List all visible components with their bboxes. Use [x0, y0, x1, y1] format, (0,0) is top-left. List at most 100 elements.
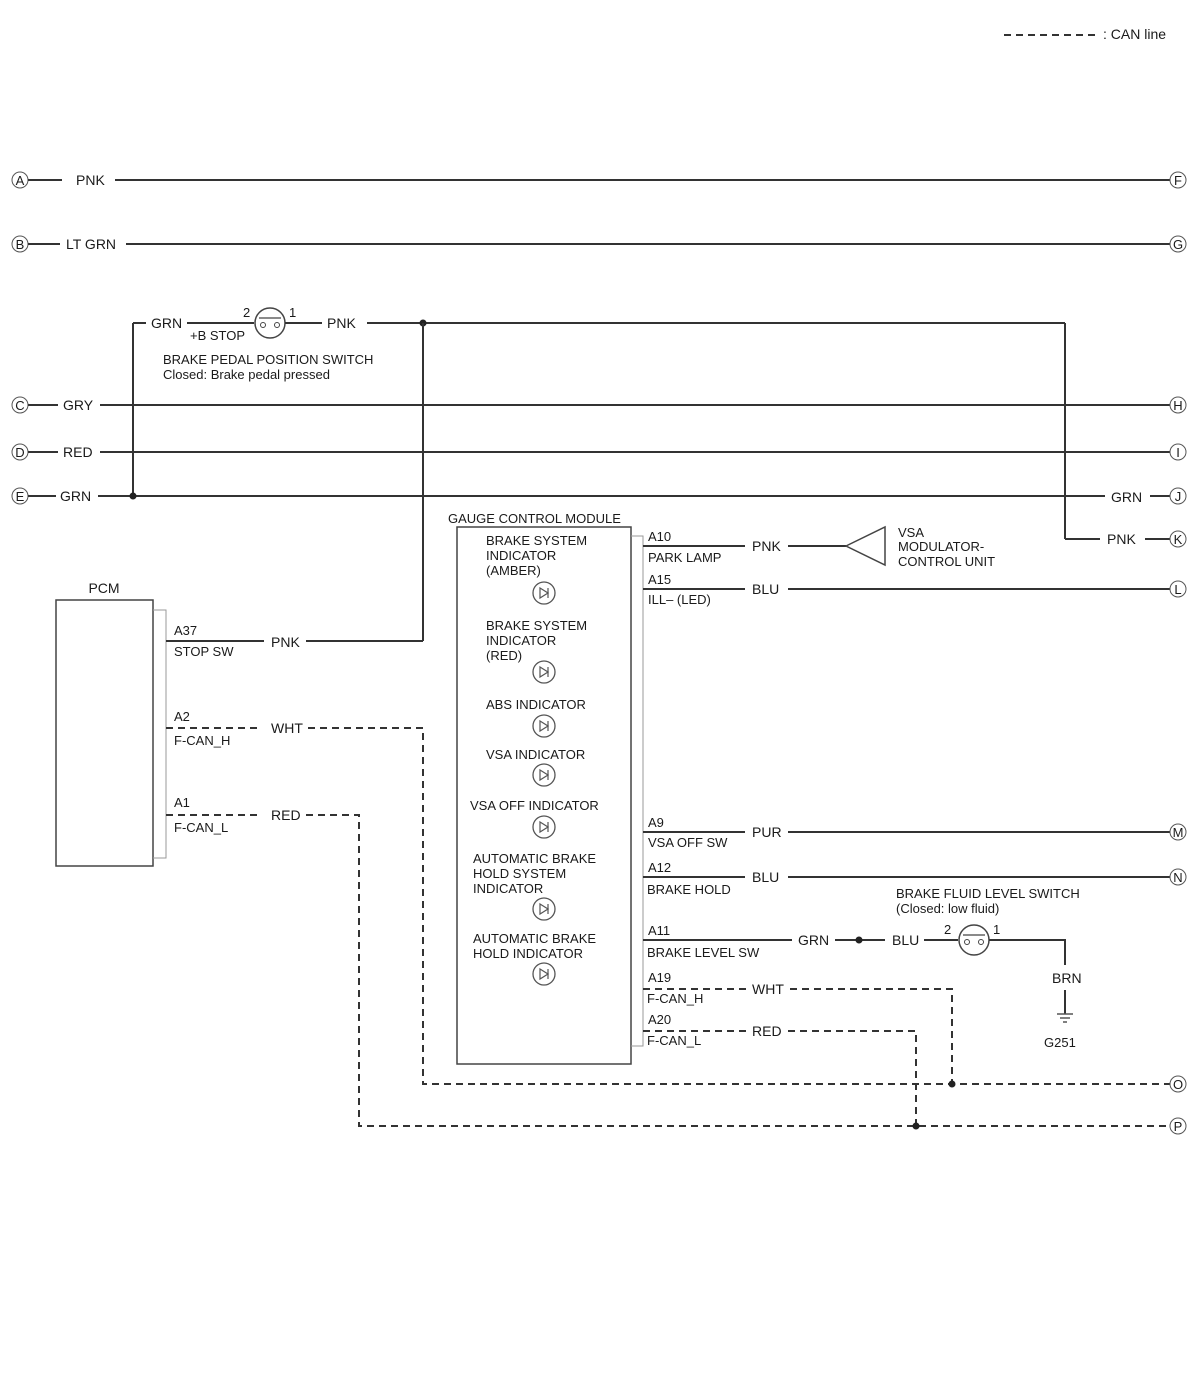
- pcm: PCM A37 STOP SW PNK A2 F-CAN_H WHT A1 F-…: [55, 580, 1170, 1127]
- gcm-pin-a11: A11: [648, 923, 670, 938]
- led-icon: [532, 714, 556, 738]
- pcm-a2-wire: WHT: [271, 720, 303, 736]
- fluid-switch-pin2: 2: [944, 922, 951, 937]
- indicator-label: ABS INDICATOR: [486, 697, 586, 712]
- indicator-label: VSA INDICATOR: [486, 747, 585, 762]
- indicator-label: HOLD INDICATOR: [473, 946, 583, 961]
- switch-pnk-label: PNK: [327, 315, 356, 331]
- gcm-pin-a11-name: BRAKE LEVEL SW: [647, 945, 760, 960]
- gcm-pin-a9: A9: [648, 815, 664, 830]
- indicator-label: (RED): [486, 648, 522, 663]
- gcm-pin-a20: A20: [648, 1012, 671, 1027]
- led-icon: [532, 815, 556, 839]
- gcm-pin-a15-name: ILL– (LED): [648, 592, 711, 607]
- indicator-vsa-off: VSA OFF INDICATOR: [470, 798, 599, 839]
- switch-title: BRAKE PEDAL POSITION SWITCH: [163, 352, 373, 367]
- pcm-pin-a1-name: F-CAN_L: [174, 820, 228, 835]
- gcm-a19-wire: WHT: [752, 981, 784, 997]
- gcm-a10-wire: PNK: [752, 538, 781, 554]
- wire-a-f: A PNK F: [11, 171, 1187, 189]
- gcm-a20-wire: RED: [752, 1023, 782, 1039]
- terminal-p: P: [1169, 1117, 1187, 1135]
- pcm-pin-a2: A2: [174, 709, 190, 724]
- junction-e: [129, 492, 137, 500]
- terminal-f: [1169, 171, 1187, 189]
- terminal-m-label: M: [1173, 825, 1184, 840]
- terminal-k-label: K: [1174, 532, 1183, 547]
- legend-can-line-label: : CAN line: [1103, 26, 1166, 42]
- indicator-label: AUTOMATIC BRAKE: [473, 851, 596, 866]
- terminal-i: [1169, 443, 1187, 461]
- indicator-label: BRAKE SYSTEM: [486, 618, 587, 633]
- gcm-pin-a10: A10: [648, 529, 671, 544]
- led-icon: [532, 660, 556, 684]
- indicator-vsa: VSA INDICATOR: [486, 747, 585, 787]
- indicator-label: (AMBER): [486, 563, 541, 578]
- terminal-f-label: F: [1174, 173, 1182, 188]
- gcm-pin-a15: A15: [648, 572, 671, 587]
- wire-b-color: LT GRN: [66, 236, 116, 252]
- pcm-title: PCM: [88, 580, 119, 596]
- indicator-brake-amber: BRAKE SYSTEM INDICATOR (AMBER): [486, 533, 587, 605]
- brake-pedal-position-switch: GRN 2 1 PNK +B STOP BRAKE PEDAL POSITION…: [129, 305, 1187, 641]
- wire-a-color: PNK: [76, 172, 105, 188]
- terminal-h-label: H: [1173, 398, 1182, 413]
- terminal-l: [1169, 580, 1187, 598]
- led-icon: [532, 763, 556, 787]
- indicator-brake-red: BRAKE SYSTEM INDICATOR (RED): [486, 618, 587, 684]
- led-icon: [532, 581, 556, 605]
- switch-fuse-label: +B STOP: [190, 328, 245, 343]
- terminal-n: [1169, 868, 1187, 886]
- brn-wire: BRN: [1052, 970, 1082, 986]
- terminal-g: [1169, 235, 1187, 253]
- terminal-p-label: P: [1174, 1119, 1183, 1134]
- fluid-switch-pin1: 1: [993, 922, 1000, 937]
- wire-e-color: GRN: [60, 488, 91, 504]
- wire-d-i: D RED I: [11, 443, 1187, 461]
- junction-can-l: [912, 1122, 920, 1130]
- indicator-label: INDICATOR: [486, 633, 556, 648]
- wire-d-color: RED: [63, 444, 93, 460]
- indicator-label: INDICATOR: [486, 548, 556, 563]
- terminal-o: O: [1169, 1075, 1187, 1093]
- vsa-triangle-icon: [844, 525, 886, 567]
- switch-grn-label: GRN: [151, 315, 182, 331]
- terminal-b-label: B: [16, 237, 25, 252]
- vsa-label: MODULATOR-: [898, 539, 984, 554]
- terminal-a-label: A: [16, 173, 25, 188]
- gcm-a9-wire: PUR: [752, 824, 782, 840]
- gcm-pin-a12-name: BRAKE HOLD: [647, 882, 731, 897]
- terminal-j: [1169, 487, 1187, 505]
- wire-c-color: GRY: [63, 397, 94, 413]
- brake-fluid-level-switch: BRAKE FLUID LEVEL SWITCH (Closed: low fl…: [896, 886, 1082, 1050]
- wire-c-h: C GRY H: [11, 396, 1187, 414]
- indicator-auto-brake-hold-system: AUTOMATIC BRAKE HOLD SYSTEM INDICATOR: [473, 851, 596, 921]
- indicator-label: HOLD SYSTEM: [473, 866, 566, 881]
- terminal-e-label: E: [16, 489, 25, 504]
- pcm-box: [55, 599, 154, 867]
- terminal-k: [1169, 530, 1187, 548]
- indicator-abs: ABS INDICATOR: [486, 697, 586, 738]
- wire-e-j: E GRN GRN J: [11, 487, 1187, 505]
- terminal-c-label: C: [15, 398, 24, 413]
- ground-icon: [1057, 1013, 1073, 1023]
- indicator-label: VSA OFF INDICATOR: [470, 798, 599, 813]
- pcm-pin-a37-name: STOP SW: [174, 644, 234, 659]
- gcm-pin-a19-name: F-CAN_H: [647, 991, 703, 1006]
- wire-b-g: B LT GRN G: [11, 235, 1187, 253]
- gcm-pin-a9-name: VSA OFF SW: [648, 835, 728, 850]
- gcm-pin-a20-name: F-CAN_L: [647, 1033, 701, 1048]
- switch-icon: [254, 307, 286, 339]
- gcm-title: GAUGE CONTROL MODULE: [448, 511, 621, 526]
- led-icon: [532, 962, 556, 986]
- terminal-h: [1169, 396, 1187, 414]
- gcm-pin-a10-name: PARK LAMP: [648, 550, 721, 565]
- switch-pin2: 2: [243, 305, 250, 320]
- gcm-pin-a12: A12: [648, 860, 671, 875]
- gcm-a11-wire-b: BLU: [892, 932, 919, 948]
- switch-pin1: 1: [289, 305, 296, 320]
- wire-j-color: GRN: [1111, 489, 1142, 505]
- terminal-m: [1169, 823, 1187, 841]
- indicator-label: INDICATOR: [473, 881, 543, 896]
